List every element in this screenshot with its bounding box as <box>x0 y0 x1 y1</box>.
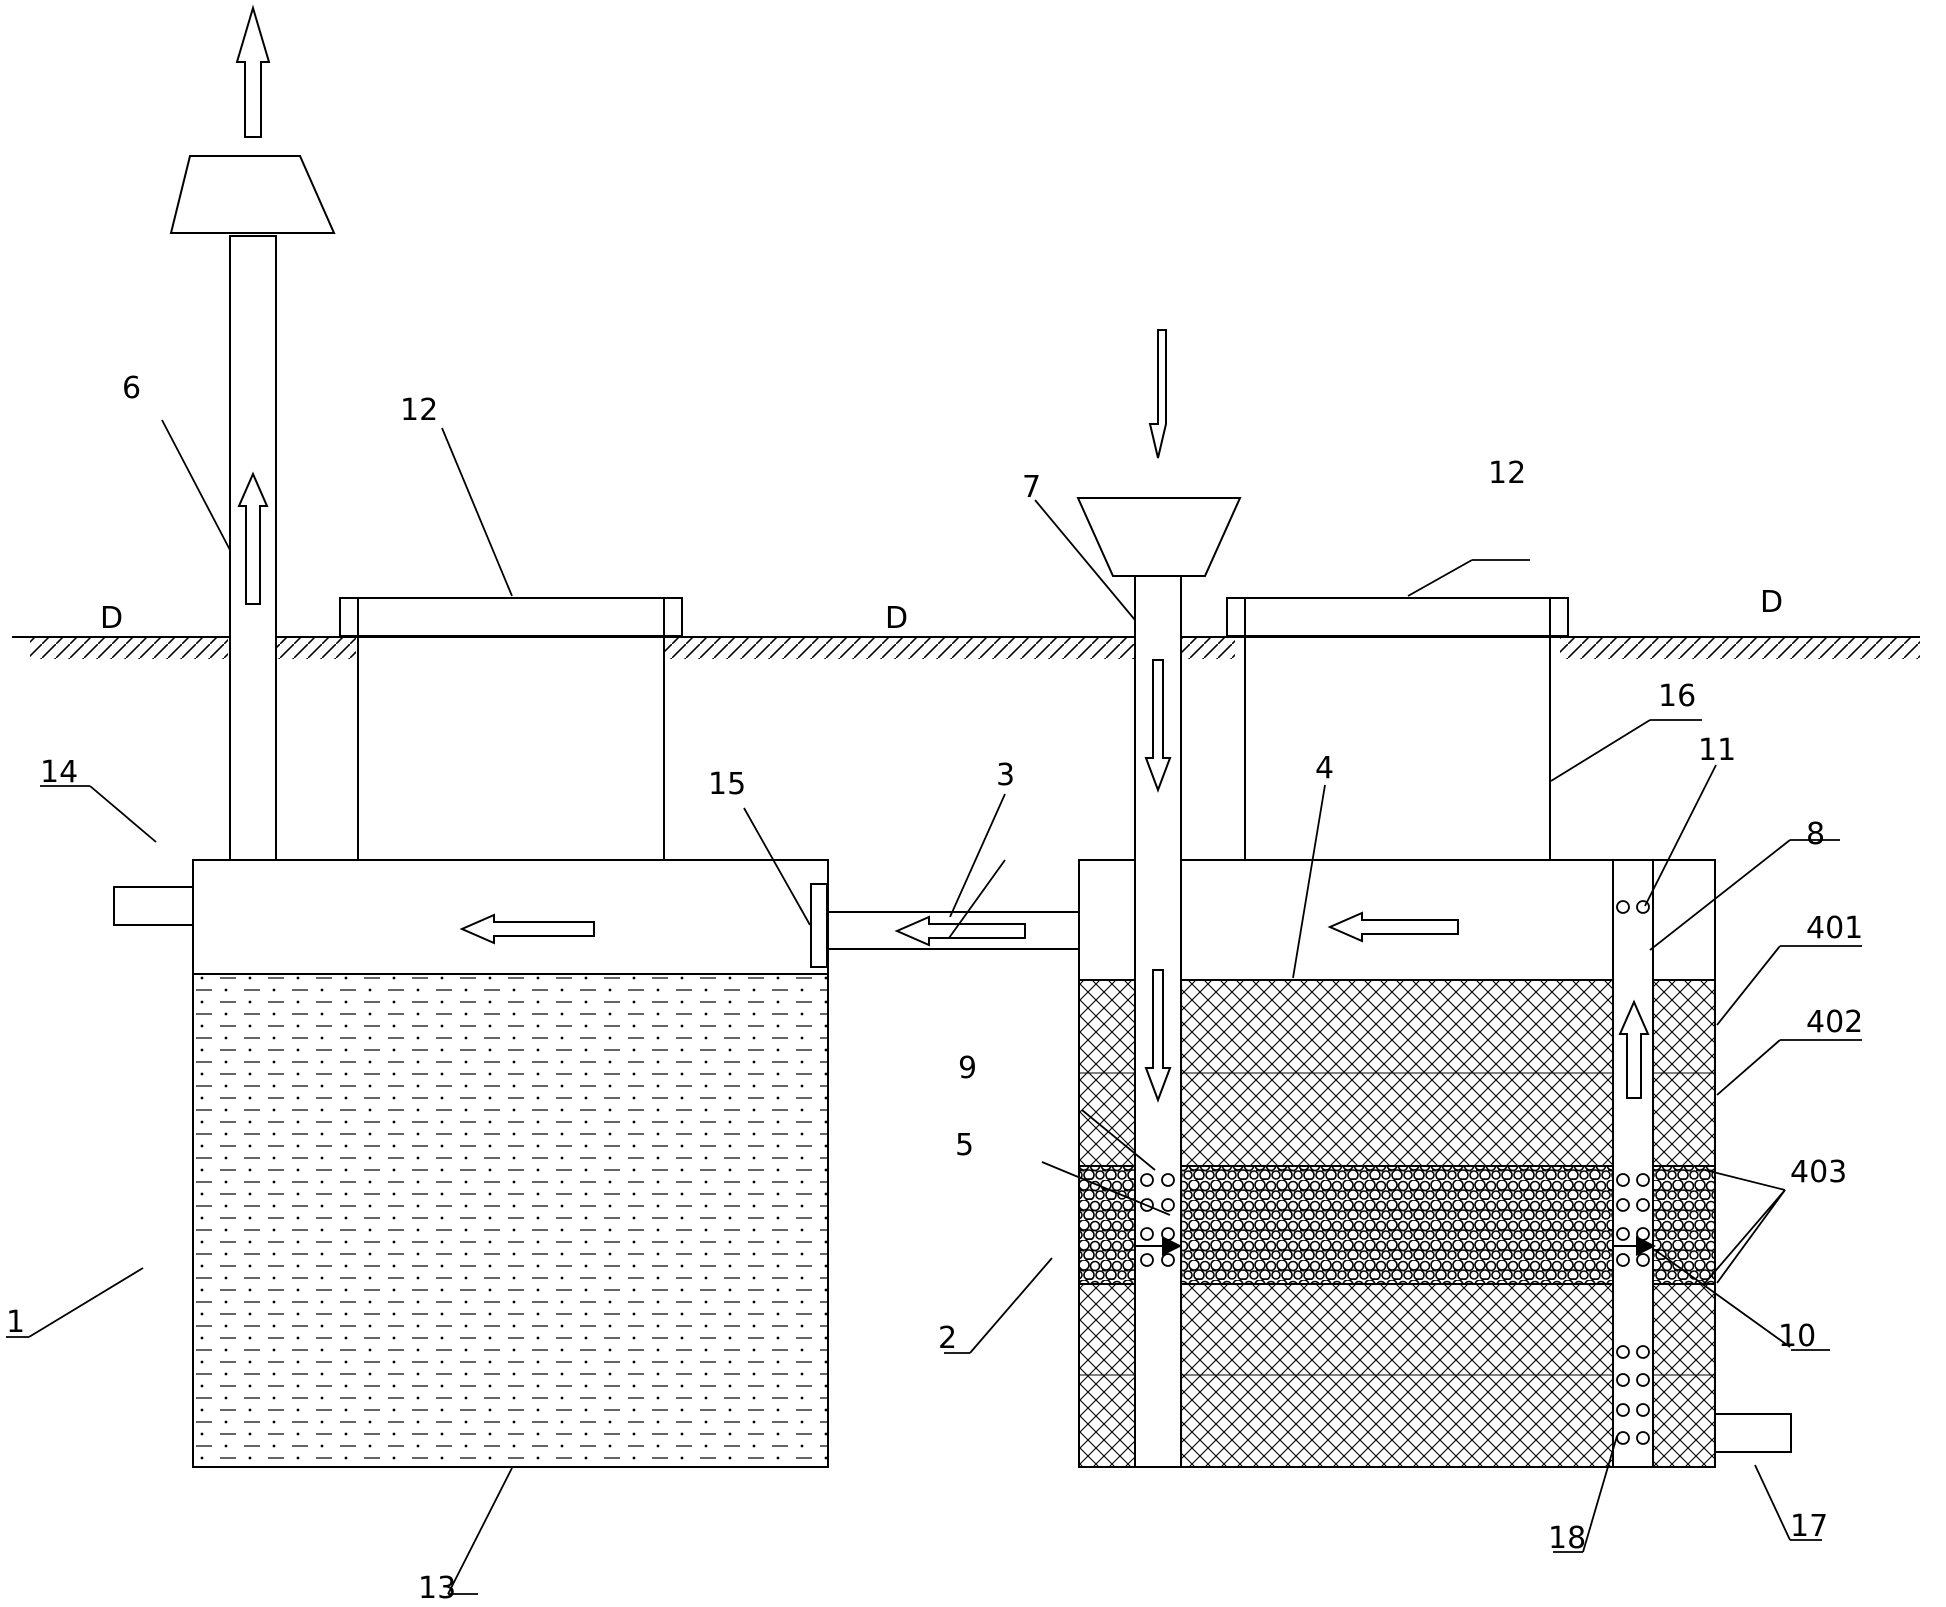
ground-label-left: D <box>100 601 123 636</box>
label-403: 403 <box>1790 1155 1847 1190</box>
label-18: 18 <box>1548 1521 1586 1556</box>
label-8: 8 <box>1806 817 1825 852</box>
left-tank <box>113 597 829 1468</box>
label-2: 2 <box>938 1321 957 1356</box>
label-16: 16 <box>1658 679 1696 714</box>
connecting-pipe <box>828 911 1079 950</box>
label-1: 1 <box>6 1305 25 1340</box>
label-401: 401 <box>1806 911 1863 946</box>
reference-labels: 1 2 3 4 5 6 7 8 9 10 11 12 12 13 14 15 1… <box>6 371 1863 1606</box>
label-12-left: 12 <box>400 393 438 428</box>
label-12-right: 12 <box>1488 456 1526 491</box>
label-15: 15 <box>708 767 746 802</box>
ground-label-right: D <box>1760 585 1783 620</box>
ground-surface <box>12 636 1920 659</box>
ground-label-mid: D <box>885 601 908 636</box>
label-7: 7 <box>1022 470 1041 505</box>
label-3: 3 <box>996 758 1015 793</box>
label-402: 402 <box>1806 1005 1863 1040</box>
vent-pipe <box>169 4 336 861</box>
label-11: 11 <box>1698 733 1736 768</box>
label-5: 5 <box>955 1128 974 1163</box>
right-tank <box>1076 329 1792 1468</box>
leader-lines <box>6 419 1862 1595</box>
label-17: 17 <box>1790 1509 1828 1544</box>
label-13: 13 <box>418 1571 456 1606</box>
label-9: 9 <box>958 1051 977 1086</box>
label-6: 6 <box>122 371 141 406</box>
label-10: 10 <box>1778 1319 1816 1354</box>
label-4: 4 <box>1315 751 1334 786</box>
label-14: 14 <box>40 755 78 790</box>
